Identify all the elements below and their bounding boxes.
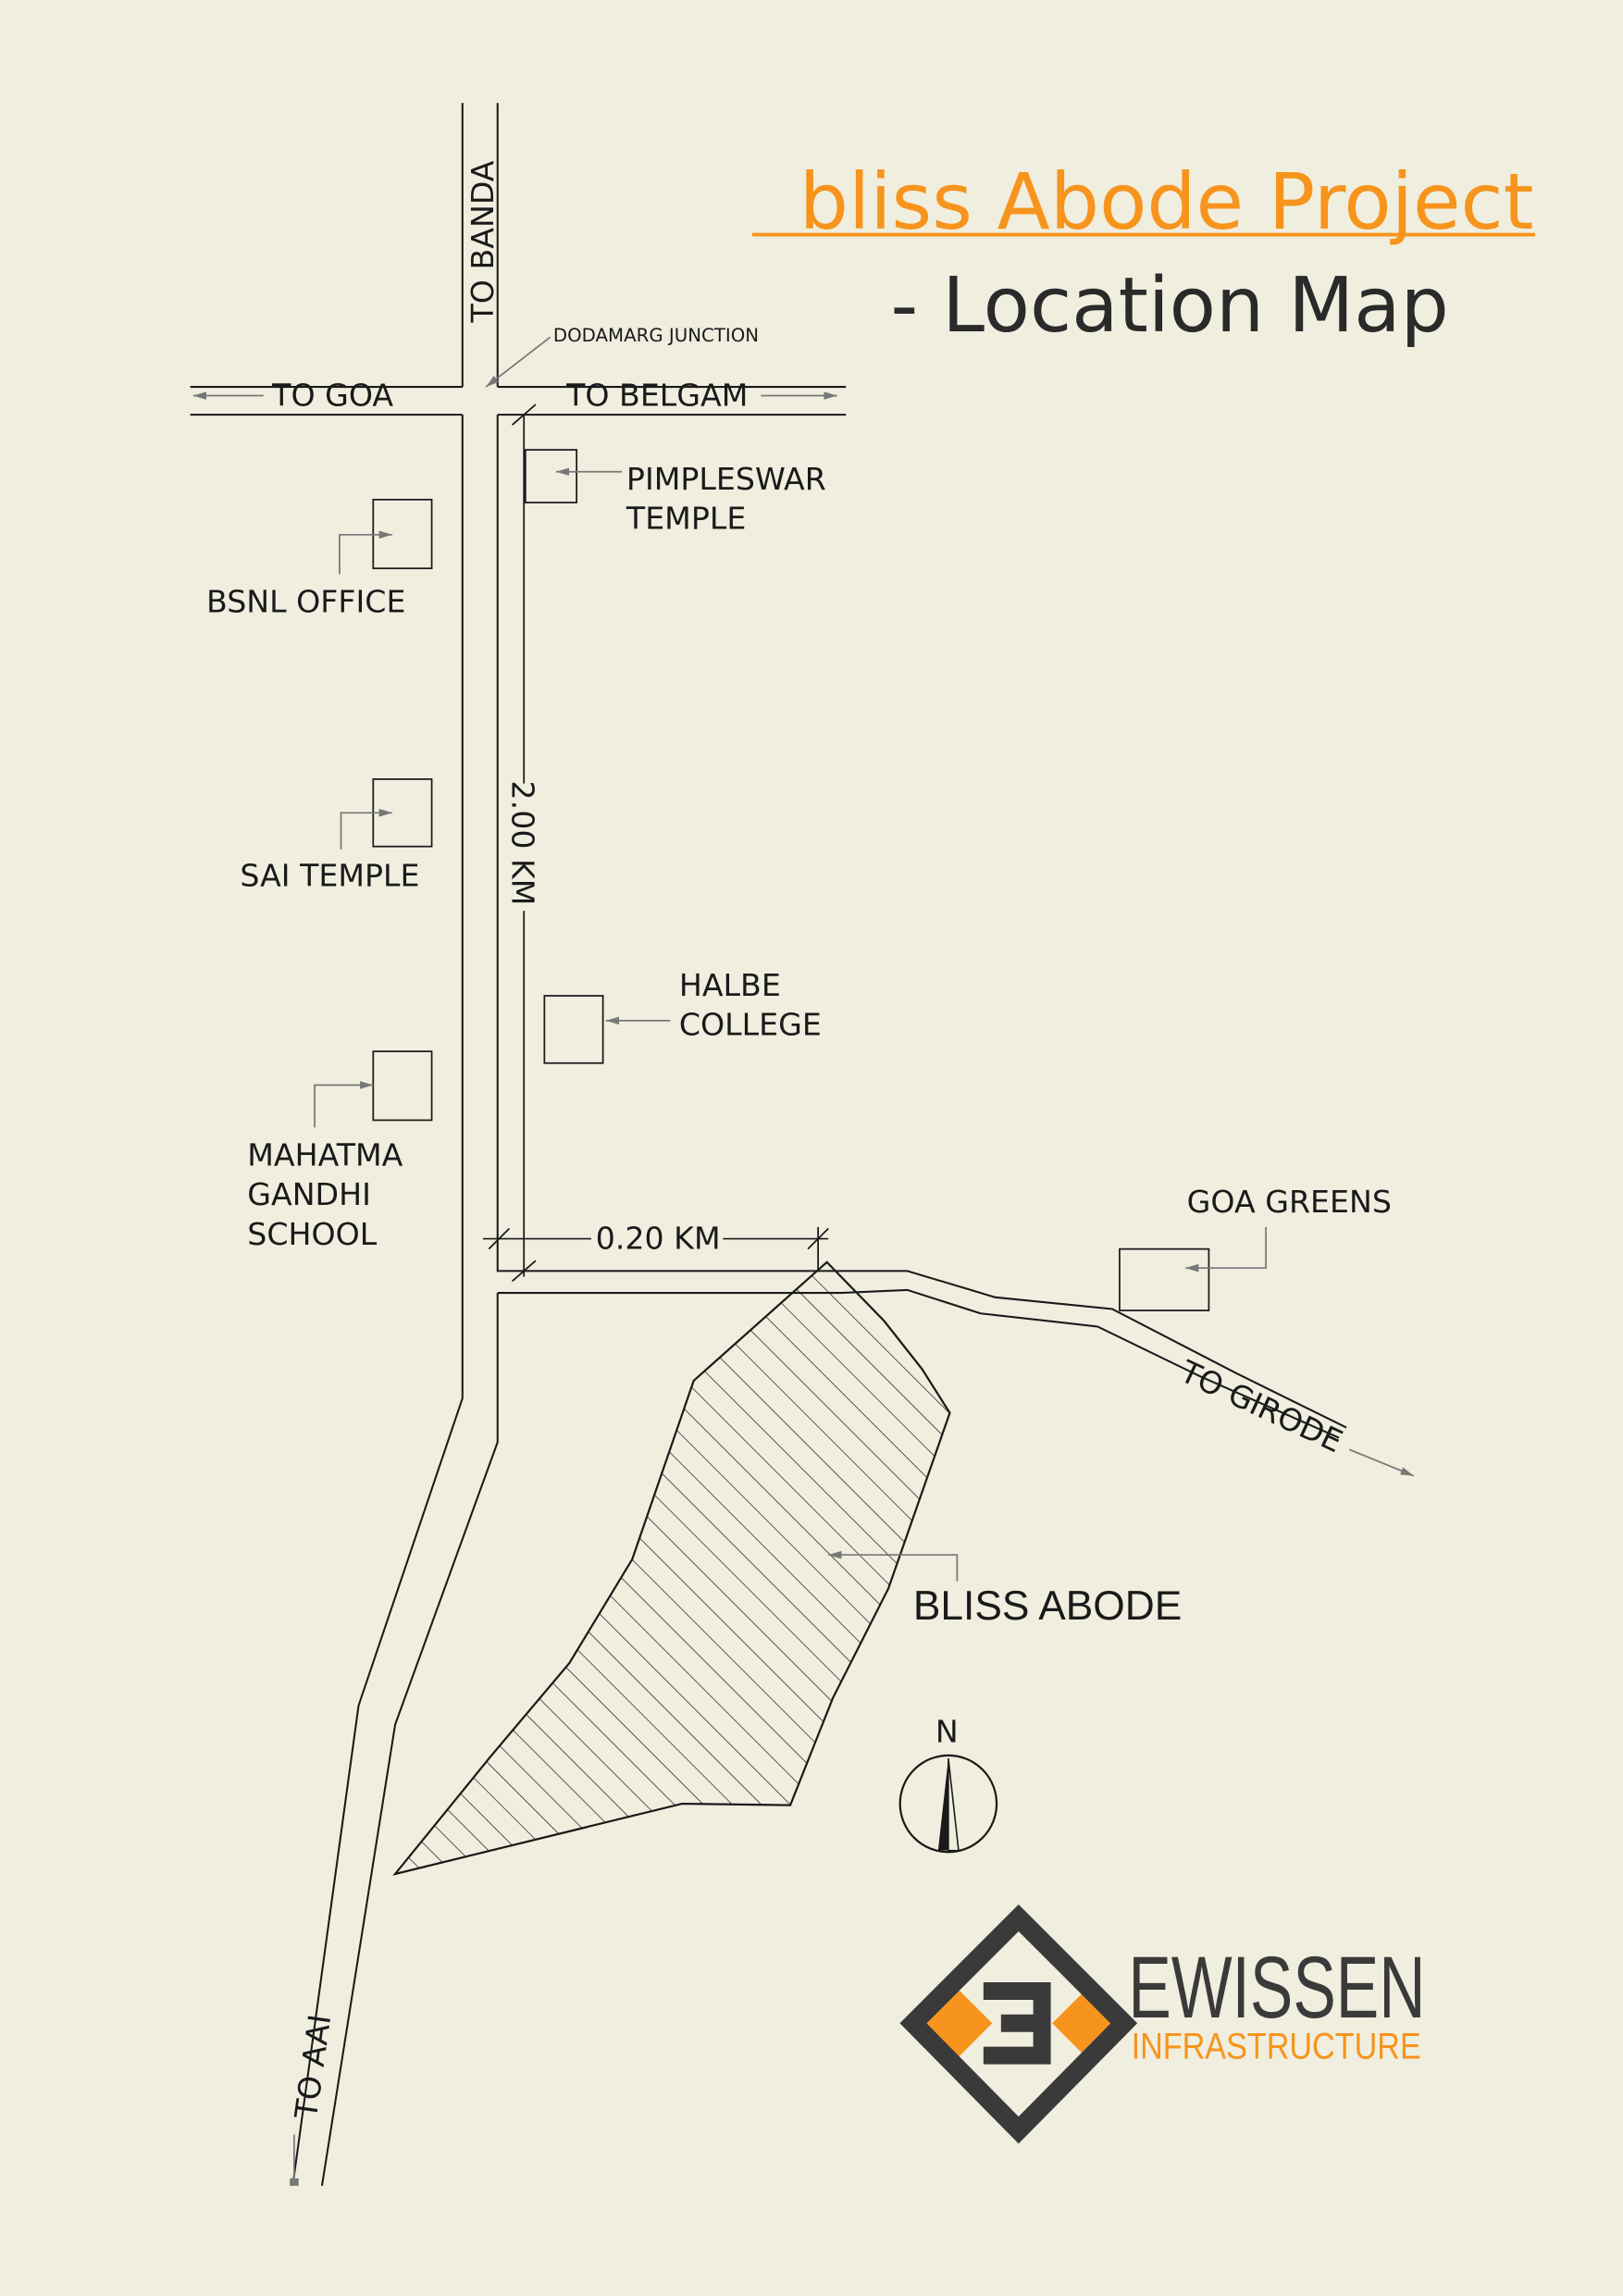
distance-2km-label: 2.00 KM [505, 781, 541, 906]
pimpleswar-temple-label: PIMPLESWAR TEMPLE [626, 461, 836, 537]
logo-name: EWISSEN [1128, 1939, 1425, 2037]
junction-label: DODAMARG JUNCTION [553, 325, 759, 346]
mahatma-line-1: MAHATMA [247, 1136, 403, 1173]
logo-tagline: INFRASTRUCTURE [1132, 2026, 1421, 2066]
goa-greens-marker [1119, 1226, 1267, 1311]
bsnl-office-marker [339, 498, 433, 575]
to-belgam-label: TO BELGAM [565, 378, 748, 414]
to-banda-label: TO BANDA [465, 160, 501, 323]
sai-temple-marker [340, 778, 433, 850]
pimpleswar-line-2: TEMPLE [626, 500, 746, 536]
title-line-2: - Location Map [890, 262, 1448, 350]
pimpleswar-line-1: PIMPLESWAR [626, 461, 826, 497]
mahatma-gandhi-school-label: MAHATMA GANDHI SCHOOL [247, 1136, 413, 1251]
junction-pointer-icon [485, 336, 551, 388]
halbe-line-2: COLLEGE [679, 1007, 822, 1043]
north-compass-icon [898, 1754, 998, 1854]
to-girode-arrow-icon [1348, 1448, 1415, 1477]
mahatma-gandhi-school-marker [314, 1050, 433, 1128]
bliss-abode-label: BLISS ABODE [913, 1583, 1182, 1629]
distance-0-2km-label: 0.20 KM [596, 1221, 721, 1257]
north-label: N [935, 1714, 959, 1750]
direction-arrows [192, 336, 1415, 2186]
title-line-1: bliss Abode Project [799, 156, 1534, 247]
halbe-line-1: HALBE [679, 967, 781, 1003]
to-girode-label: TO GIRODE [1174, 1353, 1348, 1459]
road-network [190, 103, 1347, 2187]
mahatma-line-3: SCHOOL [247, 1216, 377, 1252]
to-aai-label: TO AAI [288, 2012, 339, 2121]
goa-greens-label: GOA GREENS [1187, 1184, 1392, 1220]
to-goa-label: TO GOA [271, 378, 393, 414]
bliss-abode-plot [392, 1260, 951, 1876]
halbe-college-marker [543, 995, 671, 1064]
distance-markers [482, 403, 829, 1283]
bsnl-office-label: BSNL OFFICE [206, 584, 405, 620]
bliss-abode-pointer [828, 1550, 959, 1582]
ewissen-logo-icon [899, 1904, 1138, 2144]
halbe-college-label: HALBE COLLEGE [679, 967, 822, 1043]
mahatma-line-2: GANDHI [247, 1176, 371, 1212]
pimpleswar-temple-marker [524, 449, 623, 503]
sai-temple-label: SAI TEMPLE [240, 857, 419, 893]
